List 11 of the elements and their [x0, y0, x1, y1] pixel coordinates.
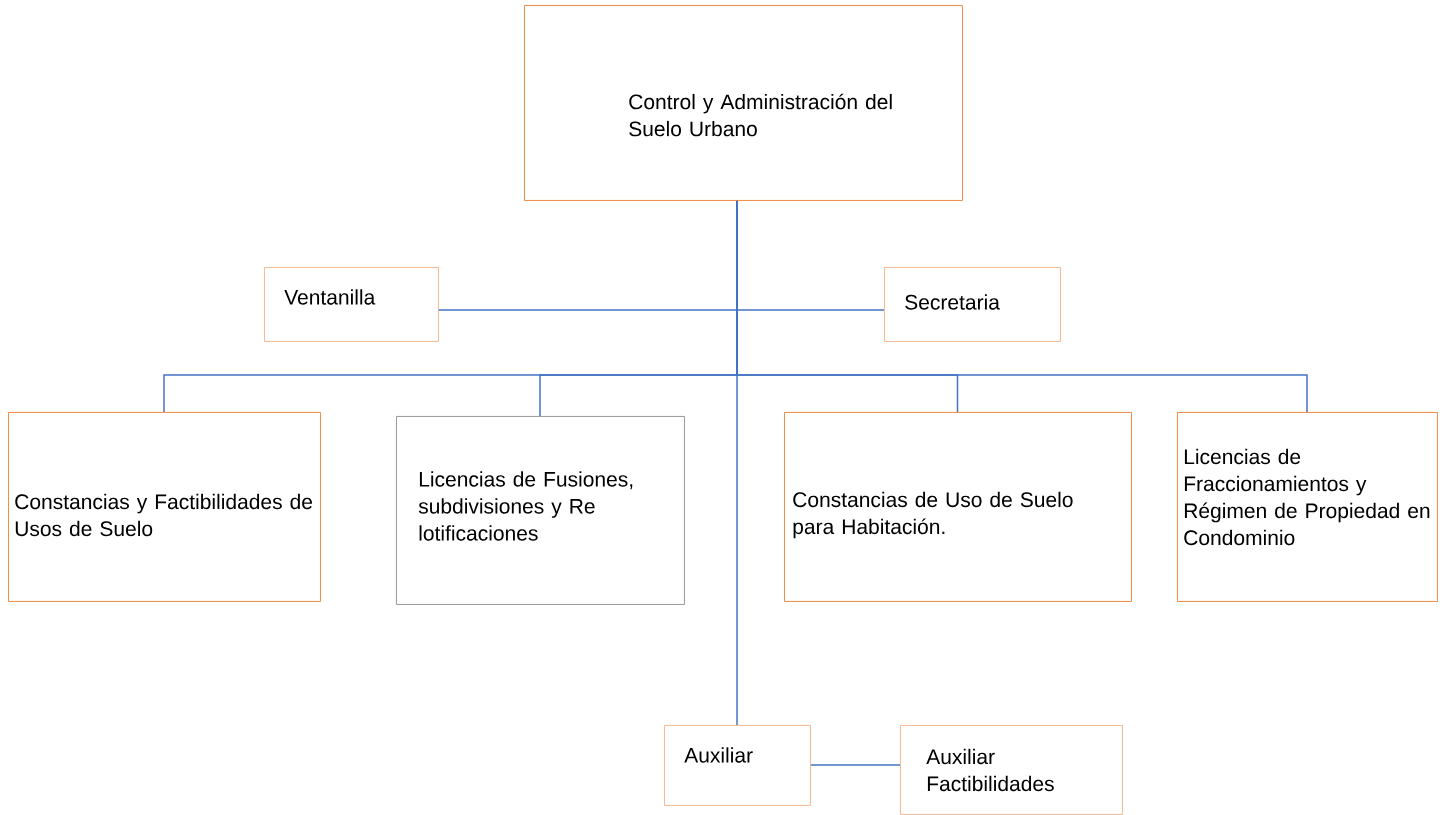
org-box: Licencias de Fraccionamientos y Régimen de Propiedad en Condominio: [1177, 412, 1438, 602]
org-box: Constancias y Factibilidades de Usos de Suelo: [8, 412, 321, 602]
org-box: Auxiliar: [664, 725, 811, 806]
org-box: Secretaria: [884, 267, 1061, 342]
connector-line: [736, 199, 738, 726]
connector-line: [809, 764, 901, 766]
org-box: Licencias de Fusiones, subdivisiones y Re lotificaciones: [396, 416, 685, 605]
org-box: Auxiliar Factibilidades: [900, 725, 1123, 815]
org-box: Constancias de Uso de Suelo para Habitación.: [784, 412, 1132, 602]
org-box: Ventanilla: [264, 267, 439, 342]
org-box: Control y Administración del Suelo Urbano: [524, 5, 963, 201]
